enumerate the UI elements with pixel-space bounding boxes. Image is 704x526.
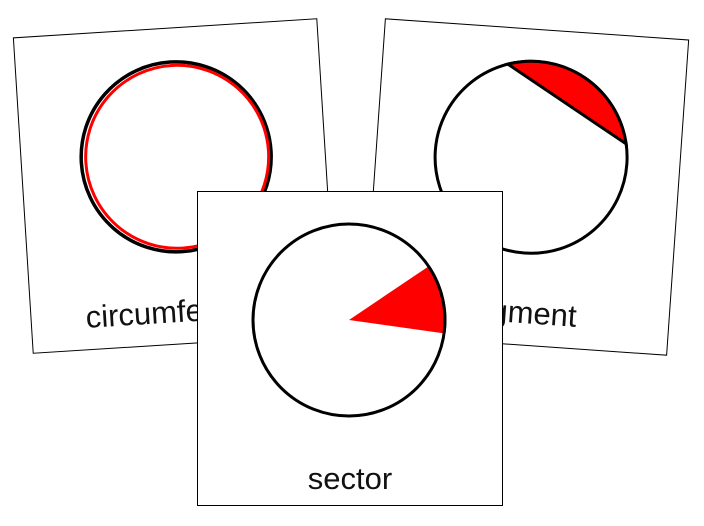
segment-highlight bbox=[504, 59, 629, 148]
circumference-highlight bbox=[84, 63, 271, 250]
card-label: sector bbox=[308, 461, 392, 496]
sector-arc bbox=[427, 265, 447, 334]
card-sector: sector bbox=[197, 191, 503, 506]
sector-highlight bbox=[349, 266, 445, 334]
circle-outline bbox=[79, 60, 273, 254]
